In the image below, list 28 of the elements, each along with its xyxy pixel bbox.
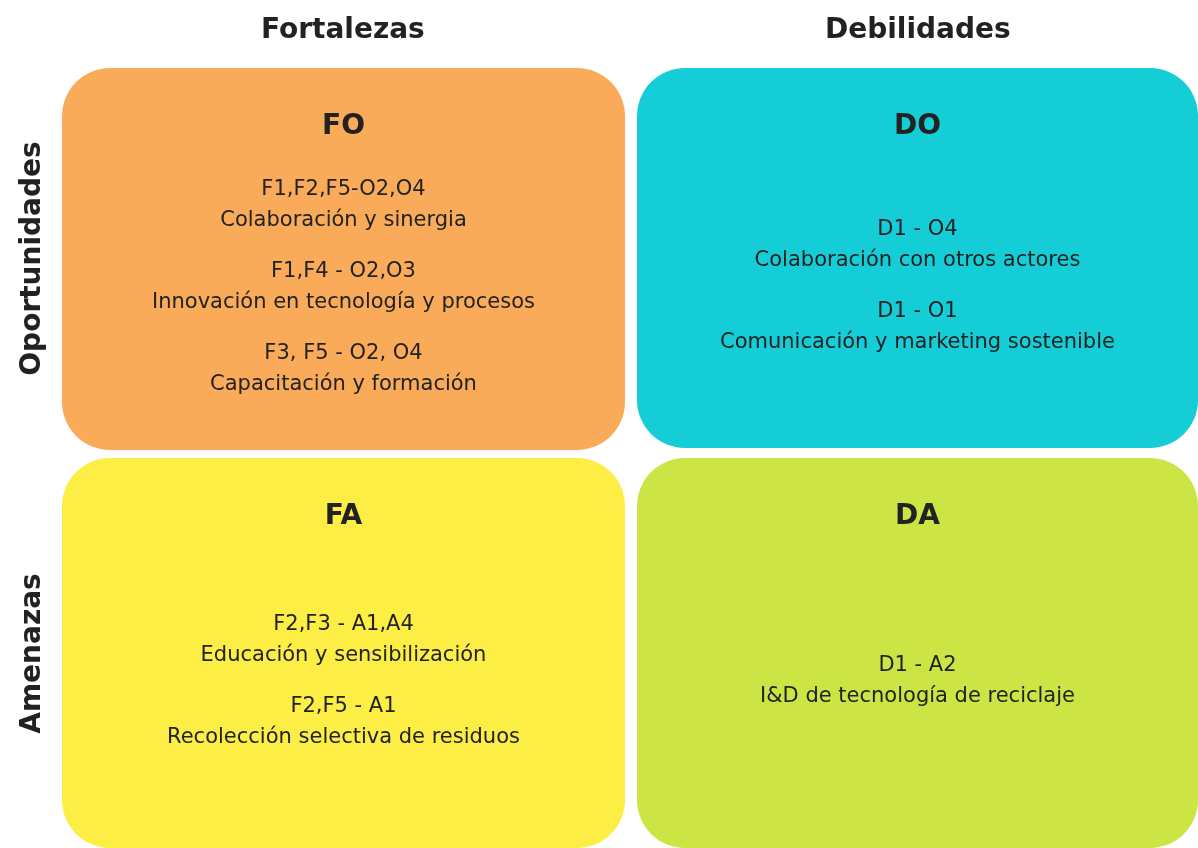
strategy-description: Capacitación y formación bbox=[210, 369, 477, 397]
strategy-description: Colaboración y sinergia bbox=[220, 205, 467, 233]
strategy-code: D1 - O1 bbox=[877, 296, 958, 324]
strategy-code: F3, F5 - O2, O4 bbox=[264, 338, 423, 366]
quadrant-heading: DO bbox=[893, 108, 941, 141]
strategy-description: Innovación en tecnología y procesos bbox=[152, 287, 535, 315]
strategy-description: Comunicación y marketing sostenible bbox=[720, 327, 1115, 355]
column-header: Fortalezas bbox=[261, 11, 425, 45]
strategy-description: Colaboración con otros actores bbox=[754, 245, 1081, 273]
column-header: Debilidades bbox=[825, 11, 1011, 45]
strategy-code: F1,F2,F5-O2,O4 bbox=[261, 174, 426, 202]
quadrant-card bbox=[637, 458, 1198, 848]
row-header: Amenazas bbox=[13, 572, 47, 734]
quadrant-heading: FA bbox=[324, 498, 363, 531]
strategy-description: I&D de tecnología de reciclaje bbox=[760, 681, 1075, 709]
strategy-description: Recolección selectiva de residuos bbox=[167, 722, 520, 750]
quadrant-card bbox=[62, 458, 625, 848]
quadrant-card bbox=[62, 68, 625, 450]
strategy-code: D1 - A2 bbox=[878, 650, 957, 678]
strategy-code: D1 - O4 bbox=[877, 214, 958, 242]
row-header: Oportunidades bbox=[13, 140, 47, 376]
strategy-description: Educación y sensibilización bbox=[200, 640, 487, 668]
quadrant-heading: FO bbox=[322, 108, 365, 141]
strategy-code: F2,F3 - A1,A4 bbox=[273, 609, 414, 637]
quadrant-heading: DA bbox=[895, 498, 940, 531]
strategy-code: F2,F5 - A1 bbox=[290, 691, 397, 719]
strategy-code: F1,F4 - O2,O3 bbox=[271, 256, 416, 284]
quadrant-card bbox=[637, 68, 1198, 448]
